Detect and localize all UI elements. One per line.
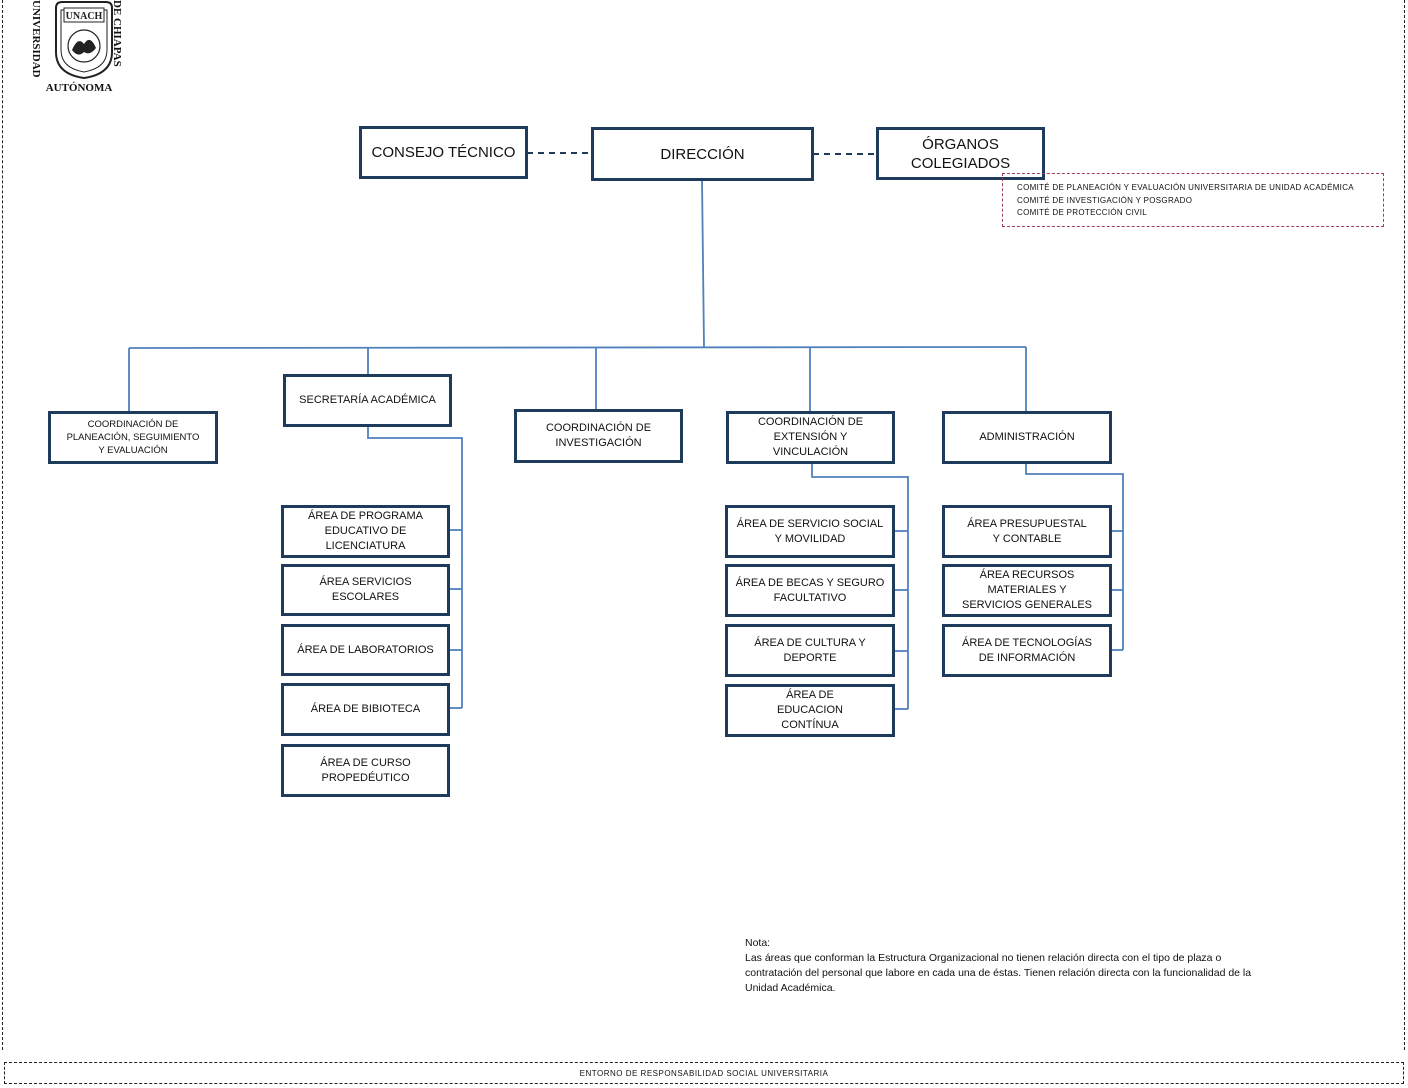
node-coordinacion-extension: COORDINACIÓN DE EXTENSIÓN Y VINCULACIÓN	[726, 411, 895, 464]
node-direccion: DIRECCIÓN	[591, 127, 814, 181]
node-area-presupuestal: ÁREA PRESUPUESTAL Y CONTABLE	[942, 505, 1112, 558]
node-area-servicios-escolares: ÁREA SERVICIOS ESCOLARES	[281, 564, 450, 616]
node-area-tecnologias: ÁREA DE TECNOLOGÍAS DE INFORMACIÓN	[942, 624, 1112, 677]
university-logo: UNIVERSIDAD UNACH DE CHIAPAS AUTÓNOMA	[22, 0, 138, 96]
node-area-laboratorios: ÁREA DE LABORATORIOS	[281, 624, 450, 676]
svg-text:UNACH: UNACH	[66, 11, 103, 22]
node-area-recursos-materiales: ÁREA RECURSOS MATERIALES Y SERVICIOS GEN…	[942, 564, 1112, 617]
node-area-servicio-social: ÁREA DE SERVICIO SOCIAL Y MOVILIDAD	[725, 505, 895, 558]
node-area-cultura-deporte: ÁREA DE CULTURA Y DEPORTE	[725, 624, 895, 677]
page-frame-left	[2, 0, 3, 1050]
node-secretaria-academica: SECRETARÍA ACADÉMICA	[283, 374, 452, 427]
comites-list: COMITÉ DE PLANEACIÓN Y EVALUACIÓN UNIVER…	[1002, 173, 1384, 227]
connector-horizontal-bus	[128, 346, 1027, 349]
connector-administracion-rail	[1025, 462, 1124, 650]
node-administracion: ADMINISTRACIÓN	[942, 411, 1112, 464]
comite-item: COMITÉ DE PROTECCIÓN CIVIL	[1017, 208, 1148, 217]
logo-text-bottom: AUTÓNOMA	[45, 82, 113, 94]
footer-banner: ENTORNO DE RESPONSABILIDAD SOCIAL UNIVER…	[4, 1062, 1404, 1084]
node-area-becas: ÁREA DE BECAS Y SEGURO FACULTATIVO	[725, 564, 895, 617]
note-block: Nota: Las áreas que conforman la Estruct…	[745, 936, 1275, 996]
connector-extension-rail	[811, 462, 909, 709]
node-consejo-tecnico: CONSEJO TÉCNICO	[359, 126, 528, 179]
connector-secretaria-rail	[367, 426, 463, 708]
node-area-curso-propedeutico: ÁREA DE CURSO PROPEDÉUTICO	[281, 744, 450, 797]
node-area-programa-educativo: ÁREA DE PROGRAMA EDUCATIVO DE LICENCIATU…	[281, 505, 450, 558]
note-title: Nota:	[745, 937, 771, 949]
node-organos-colegiados: ÓRGANOS COLEGIADOS	[876, 127, 1045, 180]
comite-item: COMITÉ DE INVESTIGACIÓN Y POSGRADO	[1017, 195, 1193, 205]
connector-direccion-trunk	[701, 178, 705, 348]
node-coordinacion-planeacion: COORDINACIÓN DE PLANEACIÓN, SEGUIMIENTO …	[48, 411, 218, 464]
note-text: Las áreas que conforman la Estructura Or…	[745, 952, 1252, 994]
node-area-biblioteca: ÁREA DE BIBIOTECA	[281, 683, 450, 736]
university-seal-icon: UNACH	[55, 1, 113, 80]
comite-item: COMITÉ DE PLANEACIÓN Y EVALUACIÓN UNIVER…	[1017, 183, 1354, 192]
node-area-educacion-continua: ÁREA DE EDUCACION CONTÍNUA	[725, 684, 895, 737]
page-frame-right	[1404, 0, 1405, 1050]
node-coordinacion-investigacion: COORDINACIÓN DE INVESTIGACIÓN	[514, 409, 683, 463]
